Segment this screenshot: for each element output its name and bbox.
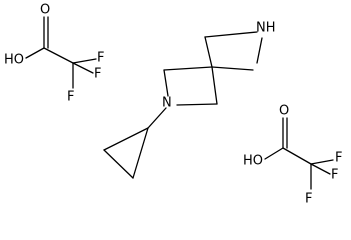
trifluoroacetic-acid-left: O HO F F F (4, 3, 104, 105)
bond-c-f2 (72, 62, 94, 74)
bond-c-f2 (310, 163, 331, 175)
trifluoroacetic-acid-right: O HO F F F (243, 104, 342, 207)
bond-oh-c (25, 47, 45, 59)
fluorine-label-2: F (94, 67, 101, 82)
bond-cyclopropyl-2 (103, 149, 134, 179)
bond-c-f1 (72, 58, 97, 64)
secondary-amine-label: NH (256, 21, 276, 36)
fluorine-label-1: F (335, 151, 342, 166)
bond-cyclopropyl-3 (132, 127, 149, 179)
bond-cyclopropyl-1 (103, 127, 149, 151)
fluorine-label-3: F (305, 192, 312, 207)
bond-ring1-top (204, 31, 258, 38)
bond-ring2-left (163, 69, 169, 97)
hydroxyl-label: HO (243, 154, 263, 169)
bond-c-cf3 (282, 147, 312, 165)
bond-ring2-bottom (176, 103, 218, 106)
bond-oh-c (264, 147, 284, 160)
bond-ring1-bottom (211, 66, 254, 71)
bond-ring2-right (211, 66, 218, 105)
fluorine-label-3: F (67, 90, 74, 105)
bond-c-f1 (310, 159, 334, 165)
bond-n-cyclopropyl (147, 107, 167, 129)
tertiary-amine-label: N (162, 96, 172, 111)
carbonyl-oxygen-label: O (279, 104, 289, 119)
bond-ring1-left (204, 36, 213, 68)
hydroxyl-label: HO (4, 53, 24, 68)
carbonyl-oxygen-label: O (40, 3, 50, 18)
bond-ring2-top (163, 66, 213, 71)
cyclopropyl-diazaspiro-heptane: NH N (103, 21, 276, 179)
fluorine-label-2: F (331, 168, 338, 183)
chemical-structure-diagram: O HO F F F NH N O HO F F (4, 3, 342, 207)
bond-ring1-right (256, 37, 263, 64)
bond-c-cf3 (43, 47, 74, 64)
fluorine-label-1: F (97, 51, 104, 66)
